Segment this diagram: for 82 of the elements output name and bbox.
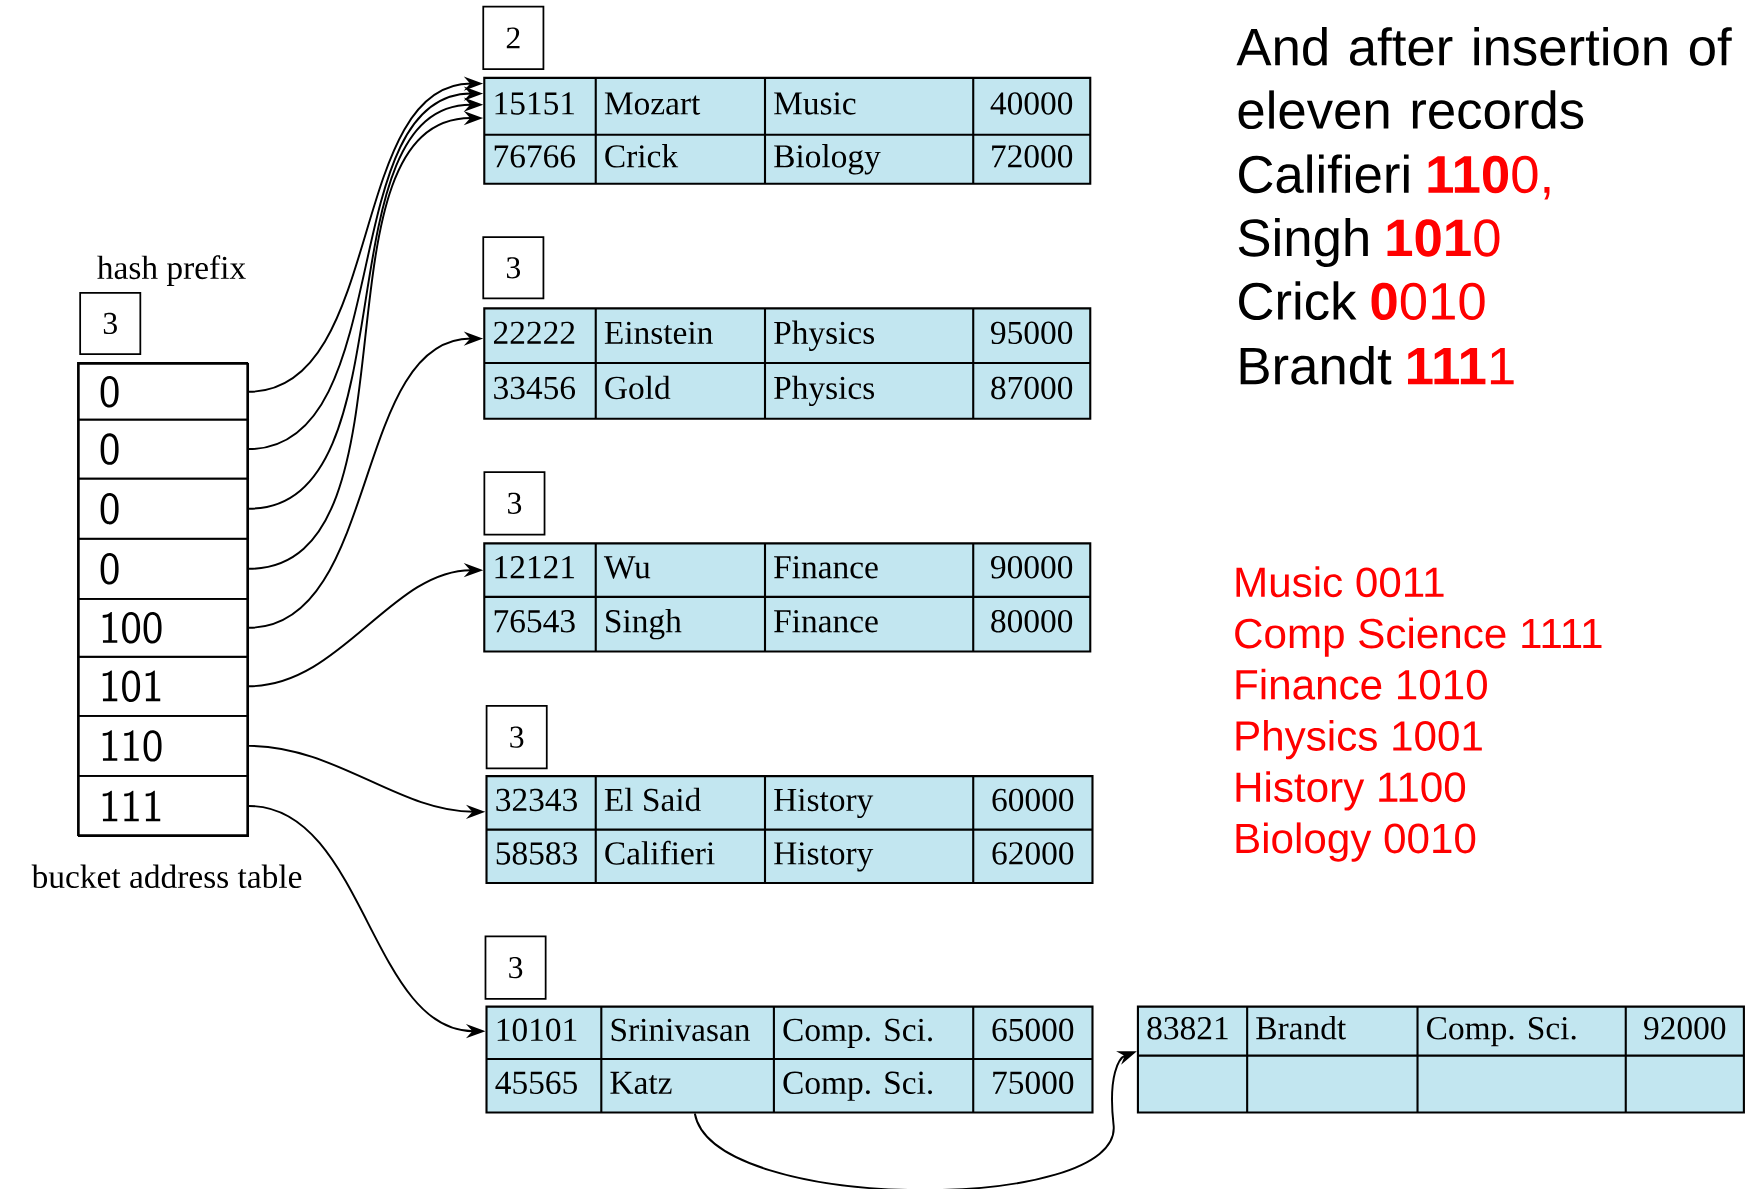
cell-text: Brandt	[1256, 1015, 1346, 1040]
cell-text: 90000	[991, 555, 1073, 579]
bucket-table	[485, 774, 1094, 884]
address-table	[77, 361, 249, 836]
depth-box: 3	[485, 705, 548, 770]
cell-text: History	[774, 788, 874, 818]
table-row: 110	[77, 714, 249, 777]
note-text: Physics 1001	[1236, 719, 1482, 760]
bucket-table	[1136, 1005, 1745, 1114]
cell-text: 92000	[1644, 1016, 1726, 1040]
depth-box: 2	[482, 5, 545, 70]
prefix-box: 3	[79, 291, 142, 355]
hash-bits: 0010	[1371, 282, 1485, 320]
cell-text: Gold	[605, 375, 671, 400]
table-row: 100	[77, 597, 249, 658]
cell-text: 33456	[494, 376, 575, 400]
hash-bits: 1010	[1387, 219, 1500, 257]
cell-text: 15151	[495, 92, 575, 115]
cell-text: Music	[774, 92, 856, 115]
cell-text: 10101	[497, 1018, 577, 1042]
table-row: 101	[77, 655, 249, 717]
note-text: Finance 1010	[1236, 668, 1487, 700]
cell-text: 58583	[496, 842, 577, 865]
cell-text: Califieri	[605, 840, 715, 865]
bucket-table	[483, 307, 1092, 420]
cell-text: 12121	[495, 555, 575, 579]
cell-text: 76766	[494, 145, 575, 168]
cell-text: 22222	[494, 321, 575, 344]
cell-text: 32343	[496, 788, 577, 812]
cell-text: Physics	[774, 375, 874, 406]
table-row: 0	[77, 477, 249, 540]
bucket-table	[483, 76, 1092, 185]
cell-text: 87000	[991, 376, 1073, 400]
cell-text: Finance	[774, 609, 878, 633]
bucket-table	[483, 542, 1092, 653]
cell-text: Comp. Sci.	[1427, 1016, 1576, 1047]
cell-text: Comp. Sci.	[783, 1071, 932, 1101]
cell-text: 45565	[495, 1071, 577, 1094]
table-row: 111	[77, 774, 249, 837]
depth-box: 3	[482, 236, 545, 300]
note-text: History 1100	[1236, 771, 1466, 811]
cell-text: 72000	[992, 144, 1073, 168]
node-label: bucket address table	[31, 864, 302, 888]
cell-text: 65000	[992, 1018, 1074, 1042]
cell-text: 83821	[1147, 1016, 1228, 1040]
cell-text: Wu	[603, 556, 651, 579]
cell-text: Singh	[606, 608, 682, 640]
note-text: Califieri	[1239, 154, 1409, 194]
cell-text: 76543	[494, 609, 575, 633]
hash-bits: 1100,	[1428, 155, 1550, 200]
cell-text: 95000	[991, 321, 1073, 344]
node-label: hash prefix	[97, 255, 246, 286]
cell-text: Finance	[774, 555, 878, 579]
note-text: And after insertion of eleven records	[1236, 26, 1732, 129]
cell-text: Comp. Sci.	[783, 1018, 932, 1048]
note-text: Biology 0010	[1236, 822, 1476, 862]
cell-text: Mozart	[604, 92, 701, 115]
cell-text: Einstein	[604, 321, 713, 344]
note-text: Brandt	[1240, 345, 1392, 385]
cell-text: Physics	[774, 320, 874, 351]
cell-text: 40000	[990, 92, 1073, 115]
cell-text: History	[774, 842, 874, 872]
cell-text: 60000	[992, 788, 1074, 812]
cell-text: Srinivasan	[611, 1018, 750, 1042]
cell-text: El Said	[604, 787, 701, 812]
cell-text: Biology	[774, 144, 881, 175]
table-row: 0	[77, 362, 249, 421]
note-text: Crick	[1239, 281, 1357, 320]
cell-text: 80000	[991, 609, 1073, 633]
table-row: 0	[77, 418, 249, 480]
note-text: Comp Science 1111	[1235, 617, 1602, 657]
hash-bits: 1111	[1408, 347, 1514, 385]
depth-box: 3	[483, 471, 546, 536]
cell-text: 75000	[993, 1071, 1074, 1094]
cell-text: Katz	[610, 1071, 672, 1094]
cell-text: 62000	[992, 842, 1074, 865]
note-text: Singh	[1238, 217, 1368, 267]
depth-box: 3	[484, 935, 547, 1000]
note-text: Music 0011	[1236, 566, 1444, 598]
bucket-table	[485, 1005, 1094, 1114]
table-row: 0	[77, 537, 249, 600]
cell-text: Crick	[605, 144, 679, 168]
